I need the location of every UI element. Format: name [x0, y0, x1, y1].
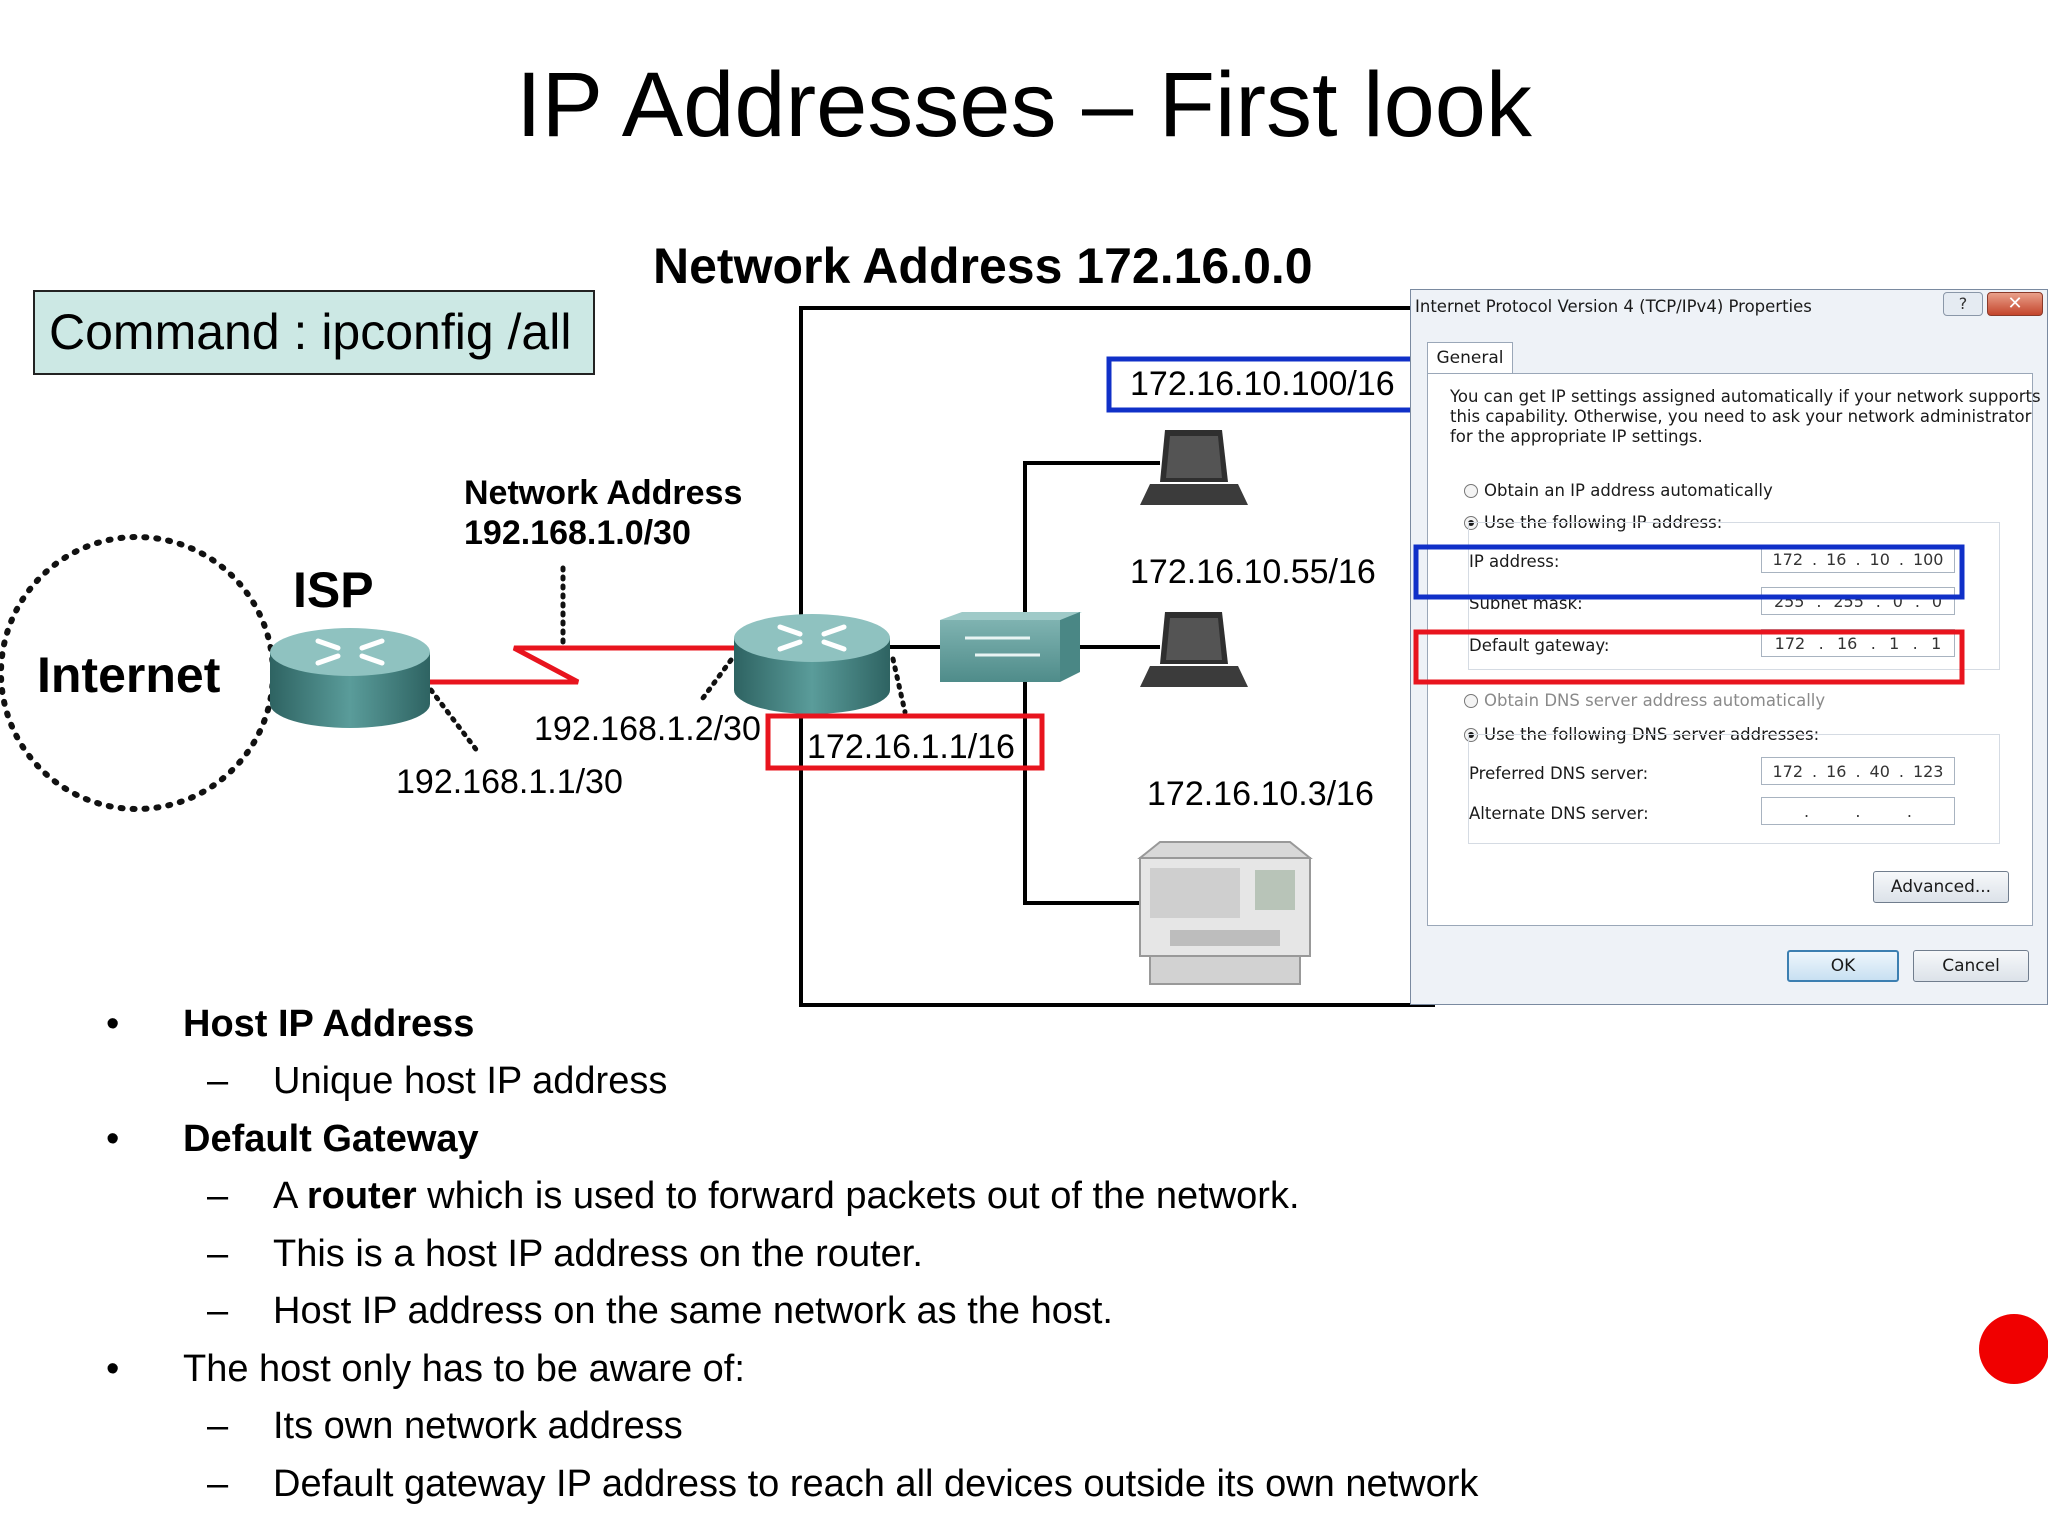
- ip-address-field[interactable]: 172.16.10.100: [1761, 545, 1955, 573]
- switch-icon: [940, 612, 1082, 682]
- leader-lines: [428, 565, 908, 755]
- tab-general[interactable]: General: [1427, 342, 1513, 374]
- sub-bullet-gateway-outside: Default gateway IP address to reach all …: [273, 1463, 1479, 1505]
- bullet-host-ip: Host IP Address: [183, 1003, 475, 1045]
- advanced-button[interactable]: Advanced...: [1873, 871, 2009, 903]
- ip-address-label: IP address:: [1469, 552, 1560, 571]
- sub-bullet-same-network: Host IP address on the same network as t…: [273, 1290, 1113, 1332]
- general-panel: You can get IP settings assigned automat…: [1427, 373, 2041, 926]
- preferred-dns-field[interactable]: 172.16.40.123: [1761, 757, 1955, 785]
- dns-settings-group: Preferred DNS server: 172.16.40.123 Alte…: [1468, 734, 2000, 844]
- default-gateway-field[interactable]: 172.16.1.1: [1761, 629, 1955, 657]
- preferred-dns-label: Preferred DNS server:: [1469, 764, 1649, 783]
- lan-network-heading: Network Address 172.16.0.0: [653, 238, 1313, 294]
- default-gateway-label: Default gateway:: [1469, 636, 1610, 655]
- dash-marker-3: –: [207, 1233, 229, 1275]
- sub-bullet-unique-host: Unique host IP address: [273, 1060, 668, 1102]
- radio-auto-ip[interactable]: [1464, 484, 1478, 498]
- alternate-dns-label: Alternate DNS server:: [1469, 804, 1649, 823]
- internet-label: Internet: [37, 647, 221, 703]
- dialog-title: Internet Protocol Version 4 (TCP/IPv4) P…: [1415, 297, 1812, 316]
- printer-icon: [1137, 841, 1313, 985]
- close-icon[interactable]: ✕: [1987, 292, 2043, 316]
- dash-marker-2: –: [207, 1175, 229, 1217]
- radio-manual-dns[interactable]: [1464, 728, 1478, 742]
- intro-line-2: this capability. Otherwise, you need to …: [1450, 407, 2032, 426]
- sub-bullet-host-ip-on-router: This is a host IP address on the router.: [273, 1233, 923, 1275]
- serial-link: [425, 645, 735, 685]
- alternate-dns-field[interactable]: . . .: [1761, 797, 1955, 825]
- wan-network-label: Network Address: [464, 474, 743, 512]
- help-icon[interactable]: ?: [1943, 292, 1983, 316]
- radio-auto-ip-label: Obtain an IP address automatically: [1484, 481, 1773, 500]
- router-lan-ip-label: 172.16.1.1/16: [807, 728, 1015, 766]
- wan-network-value: 192.168.1.0/30: [464, 514, 691, 552]
- isp-label: ISP: [293, 562, 374, 618]
- router-lan-highlight-box: [765, 713, 1045, 771]
- dash-marker-6: –: [207, 1463, 229, 1505]
- radio-auto-dns[interactable]: [1464, 694, 1478, 708]
- printer-ip-label: 172.16.10.3/16: [1147, 775, 1374, 813]
- ipv4-properties-dialog: Internet Protocol Version 4 (TCP/IPv4) P…: [1410, 289, 2048, 1005]
- dialog-title-buttons: ? ✕: [1943, 292, 2043, 318]
- page-title: IP Addresses – First look: [516, 54, 1532, 156]
- laptop-2-icon: [1140, 612, 1248, 687]
- ok-button[interactable]: OK: [1787, 950, 1899, 982]
- dash-marker-1: –: [207, 1060, 229, 1102]
- cancel-button[interactable]: Cancel: [1913, 950, 2029, 982]
- host1-ip-label: 172.16.10.100/16: [1130, 365, 1395, 403]
- radio-manual-ip[interactable]: [1464, 516, 1478, 530]
- router-wan-ip-label: 192.168.1.2/30: [534, 710, 761, 748]
- dash-marker-4: –: [207, 1290, 229, 1332]
- sub-bullet-own-network: Its own network address: [273, 1405, 683, 1447]
- isp-router-icon: [270, 628, 430, 728]
- isp-ip-label: 192.168.1.1/30: [396, 763, 623, 801]
- ethernet-links: [887, 461, 1160, 905]
- intro-line-3: for the appropriate IP settings.: [1450, 427, 1703, 446]
- bullet-marker-1: •: [106, 1003, 120, 1045]
- radio-auto-dns-label: Obtain DNS server address automatically: [1484, 691, 1826, 710]
- bullet-marker-2: •: [106, 1118, 120, 1160]
- subnet-mask-label: Subnet mask:: [1469, 594, 1583, 613]
- laptop-1-icon: [1140, 430, 1248, 505]
- host2-ip-label: 172.16.10.55/16: [1130, 553, 1376, 591]
- intro-line-1: You can get IP settings assigned automat…: [1450, 387, 2041, 406]
- laser-pointer-dot: [1979, 1314, 2048, 1384]
- bullet-host-aware: The host only has to be aware of:: [183, 1348, 745, 1390]
- sub-bullet-router: A router which is used to forward packet…: [273, 1175, 1300, 1217]
- dash-marker-5: –: [207, 1405, 229, 1447]
- gateway-router-icon: [734, 614, 890, 714]
- bullet-marker-3: •: [106, 1348, 120, 1390]
- command-box: Command : ipconfig /all: [33, 290, 595, 375]
- ip-settings-group: IP address: 172.16.10.100 Subnet mask: 2…: [1468, 522, 2000, 670]
- subnet-mask-field[interactable]: 255.255.0.0: [1761, 587, 1955, 615]
- bullet-default-gateway: Default Gateway: [183, 1118, 479, 1160]
